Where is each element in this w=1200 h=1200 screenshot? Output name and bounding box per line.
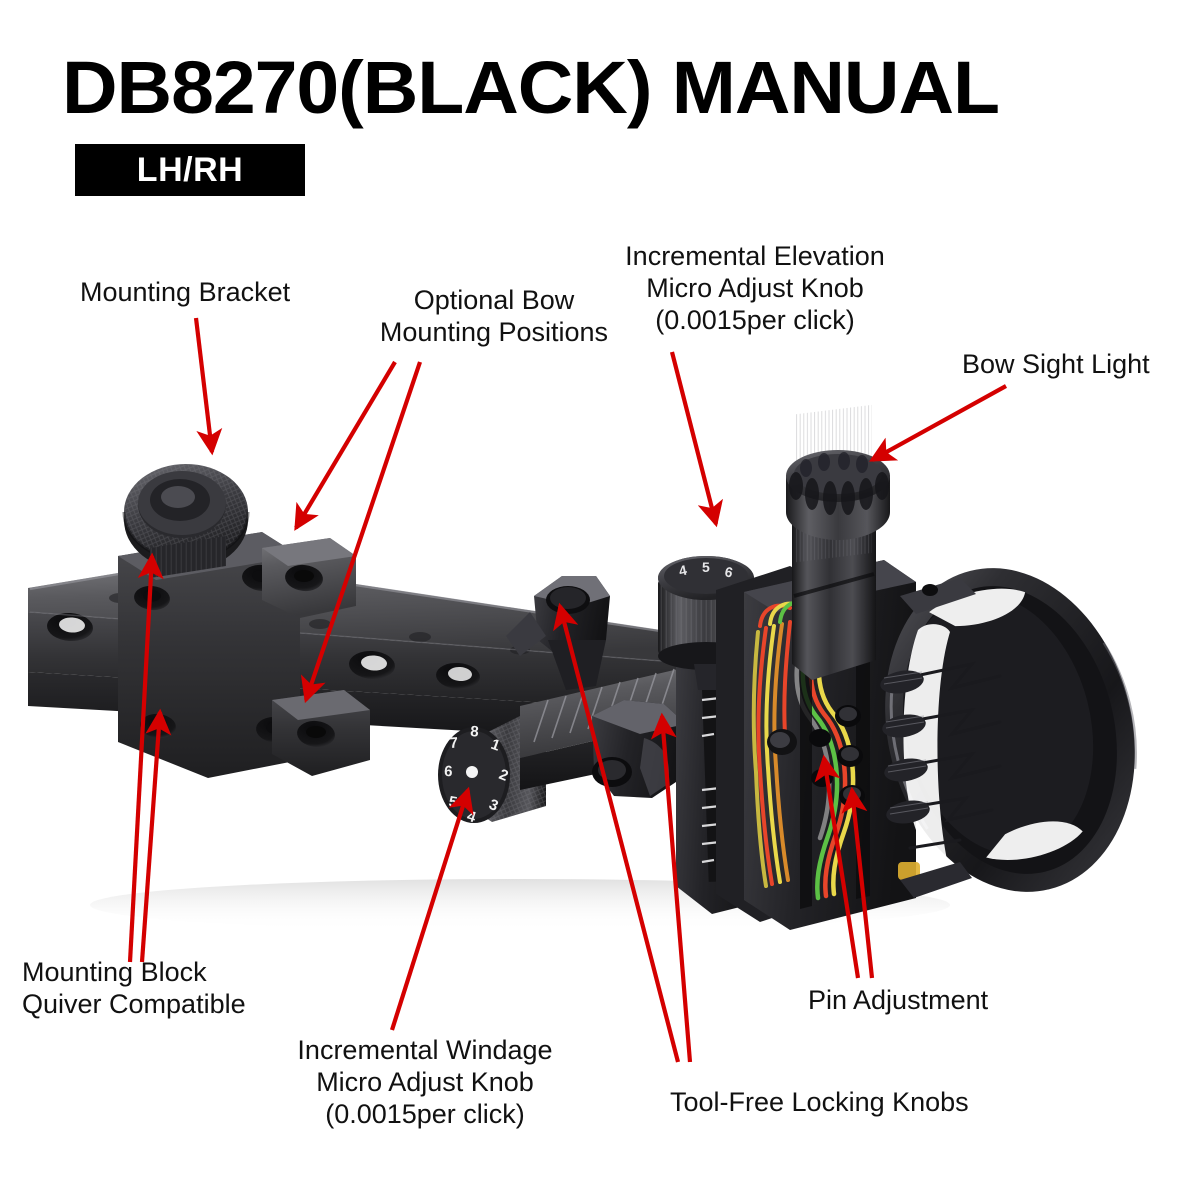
bow-sight-light-cap	[786, 450, 890, 540]
callout-tool-free-locking-knobs: Tool-Free Locking Knobs	[670, 1086, 969, 1118]
sight-ring-arm-lower	[900, 862, 972, 898]
sight-ring-pin-guard	[880, 568, 1137, 898]
tool-free-locking-knob-lower	[592, 700, 686, 798]
hand-orientation-badge: LH/RH	[75, 144, 305, 196]
callout-incremental-windage-knob: Incremental Windage Micro Adjust Knob (0…	[280, 1034, 570, 1130]
callout-windage-line-3: (0.0015per click)	[325, 1099, 525, 1129]
sight-pins	[904, 661, 1002, 850]
callout-elevation-line-2: Micro Adjust Knob	[646, 273, 864, 303]
callout-windage-line-2: Micro Adjust Knob	[316, 1067, 534, 1097]
callout-elevation-line-1: Incremental Elevation	[625, 241, 885, 271]
page-title: DB8270(BLACK) MANUAL	[62, 46, 1000, 129]
mounting-bracket-knob	[122, 464, 250, 578]
sight-head-button	[767, 729, 797, 755]
svg-text:5: 5	[702, 559, 710, 575]
svg-text:8: 8	[470, 723, 480, 741]
svg-text:6: 6	[444, 763, 453, 780]
sight-pin-housings	[880, 670, 930, 824]
callout-optional-bow-mounting-positions: Optional Bow Mounting Positions	[368, 284, 620, 348]
optional-mounting-boss-lower	[272, 690, 370, 776]
callout-bow-sight-light: Bow Sight Light	[962, 348, 1150, 380]
svg-text:6: 6	[723, 563, 734, 580]
callout-mounting-bracket-line-1: Mounting Bracket	[80, 277, 291, 307]
optional-mounting-boss-upper	[262, 538, 356, 618]
callout-mounting-bracket: Mounting Bracket	[80, 276, 290, 308]
callout-pin-adjustment-line-1: Pin Adjustment	[808, 985, 989, 1015]
callout-optional-line-1: Optional Bow	[413, 285, 575, 315]
callout-pin-adjustment: Pin Adjustment	[808, 984, 988, 1016]
callout-windage-line-1: Incremental Windage	[297, 1035, 553, 1065]
callout-mounting-block-line-2: Quiver Compatible	[22, 989, 246, 1019]
callout-bow-sight-light-line-1: Bow Sight Light	[962, 349, 1150, 379]
bow-sight-light	[786, 404, 890, 680]
callout-elevation-line-3: (0.0015per click)	[655, 305, 855, 335]
elevation-dial-numbers: 4 5 6	[677, 559, 734, 581]
hand-orientation-badge-label: LH/RH	[136, 151, 244, 189]
callout-mounting-block: Mounting Block Quiver Compatible	[22, 956, 246, 1020]
svg-text:4: 4	[677, 562, 688, 579]
svg-text:7: 7	[449, 734, 459, 752]
callout-incremental-elevation-knob: Incremental Elevation Micro Adjust Knob …	[605, 240, 905, 336]
callout-mounting-block-line-1: Mounting Block	[22, 957, 207, 987]
sight-ring-arm-upper	[900, 578, 976, 614]
callout-optional-line-2: Mounting Positions	[379, 317, 609, 347]
bow-sight-light-cap-flutes	[789, 472, 889, 515]
callout-locking-knobs-line-1: Tool-Free Locking Knobs	[670, 1087, 969, 1117]
